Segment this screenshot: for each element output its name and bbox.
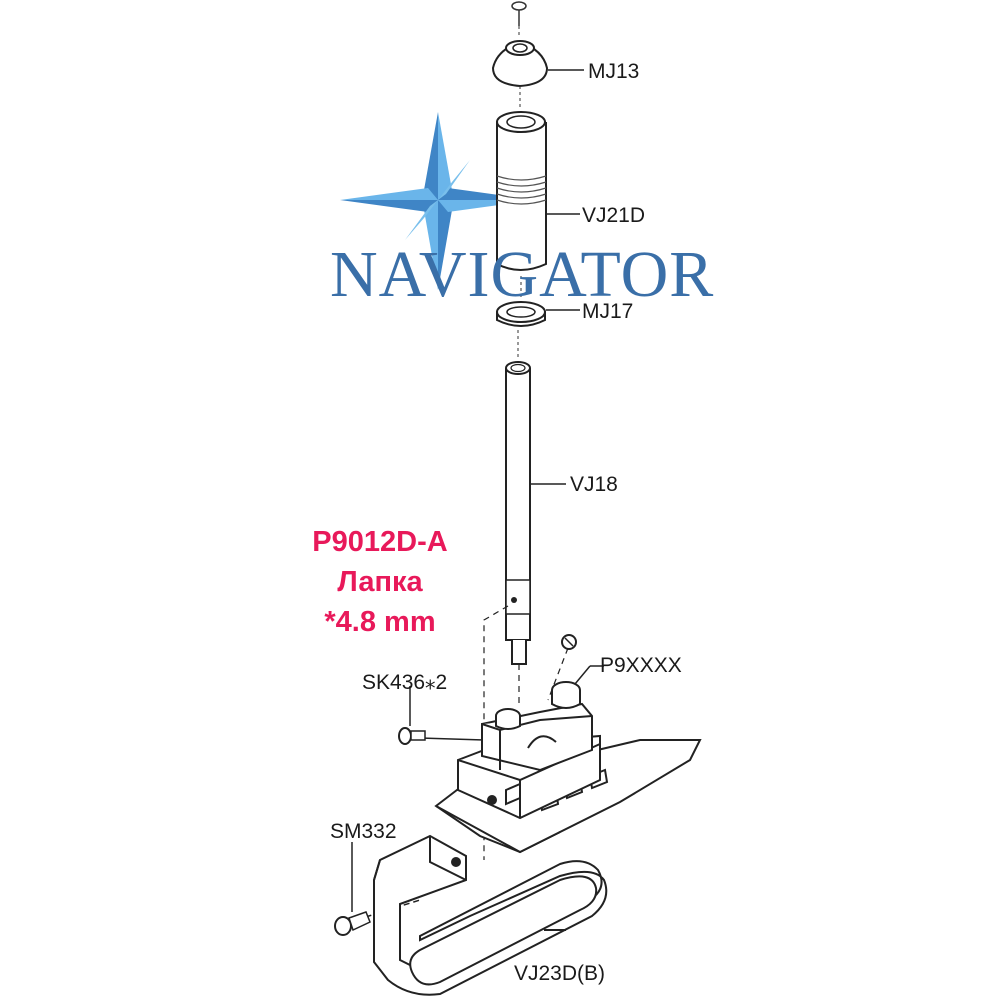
- label-vj21d: VJ21D: [582, 204, 645, 227]
- mj17-washer: [496, 276, 580, 327]
- mj13-cap: [491, 40, 584, 88]
- product-size: *4.8 mm: [324, 606, 436, 638]
- label-mj13: MJ13: [588, 60, 639, 83]
- label-vj18: VJ18: [570, 473, 618, 496]
- top-screw: [511, 1, 527, 36]
- vj23db-guide: [373, 834, 608, 996]
- vj21d-sleeve: [496, 86, 580, 271]
- label-sk436: SK436⁎2: [362, 671, 447, 694]
- label-mj17: MJ17: [582, 300, 633, 323]
- product-callout: P9012D-A Лапка *4.8 mm: [280, 522, 480, 642]
- product-code: P9012D-A: [312, 526, 448, 558]
- vj18-shaft: [505, 330, 566, 665]
- label-p9xxxx: P9XXXX: [600, 654, 682, 677]
- p9xxxx-screw: [561, 634, 604, 685]
- presser-foot-assembly: [434, 681, 702, 854]
- product-name: Лапка: [337, 566, 423, 598]
- sk436-screw: [398, 686, 485, 745]
- navigator-logo-text: NAVIGATOR: [330, 238, 714, 311]
- label-sm332: SM332: [330, 820, 397, 843]
- label-vj23db: VJ23D(B): [514, 962, 605, 985]
